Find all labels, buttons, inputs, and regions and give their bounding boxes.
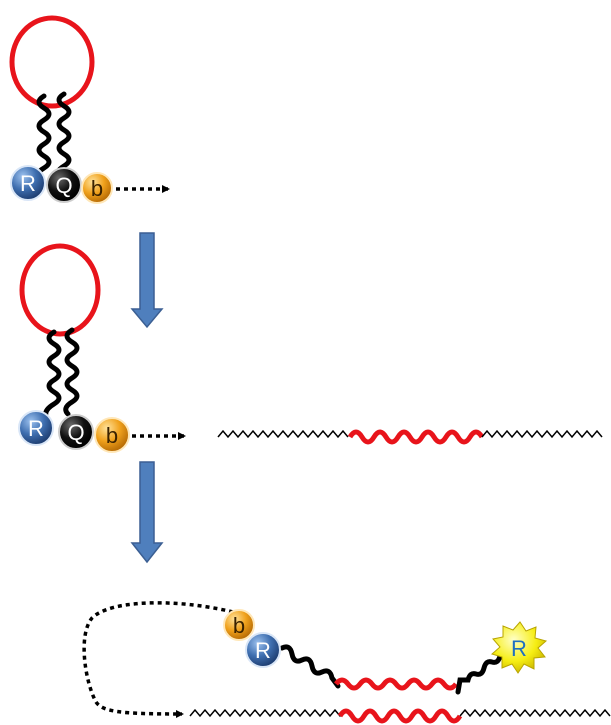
target-left-2 xyxy=(217,429,349,439)
quencher-ball-2: Q xyxy=(58,414,94,450)
probe-arm-right xyxy=(455,647,507,695)
stem-right-1 xyxy=(55,91,72,181)
svg-text:Q: Q xyxy=(67,420,84,445)
stem-left-2 xyxy=(43,329,62,419)
step-arrow-2 xyxy=(130,461,164,564)
svg-text:b: b xyxy=(106,423,118,448)
reporter-ball-1: R xyxy=(10,165,46,201)
target-right-3 xyxy=(459,708,611,718)
step-arrow-1 xyxy=(130,232,164,329)
target-site-3 xyxy=(337,708,463,724)
loop-2 xyxy=(19,243,101,337)
starburst-icon: R xyxy=(490,621,548,674)
target-left-3 xyxy=(189,708,351,718)
target-right-2 xyxy=(481,429,603,439)
hairpin-probe-2: R Q b xyxy=(18,243,186,453)
target-strand-2 xyxy=(217,429,603,445)
svg-text:R: R xyxy=(20,171,36,196)
reporter-ball-2: R xyxy=(18,410,54,446)
loop-1 xyxy=(9,15,95,109)
probe-arm-left xyxy=(279,644,341,689)
binder-ball-3: b xyxy=(223,609,255,641)
bound-probe: b R R xyxy=(82,601,548,718)
svg-text:b: b xyxy=(233,613,245,638)
svg-text:R: R xyxy=(255,638,271,663)
binder-ball-2: b xyxy=(94,417,130,453)
dotted-loop-pointer xyxy=(82,601,234,718)
svg-text:b: b xyxy=(91,176,103,201)
svg-text:Q: Q xyxy=(55,173,72,198)
binder-ball-1: b xyxy=(81,172,113,204)
hairpin-probe-1: R Q b xyxy=(9,15,170,204)
svg-text:R: R xyxy=(28,416,44,441)
stem-left-1 xyxy=(33,93,52,183)
reporter-ball-3: R xyxy=(245,632,281,668)
target-strand-3 xyxy=(189,708,611,724)
target-site-2 xyxy=(347,429,485,445)
quencher-ball-1: Q xyxy=(46,167,82,203)
reporter-glow-label: R xyxy=(511,636,527,661)
probe-hybrid-region xyxy=(334,677,458,691)
stem-right-2 xyxy=(63,327,80,417)
